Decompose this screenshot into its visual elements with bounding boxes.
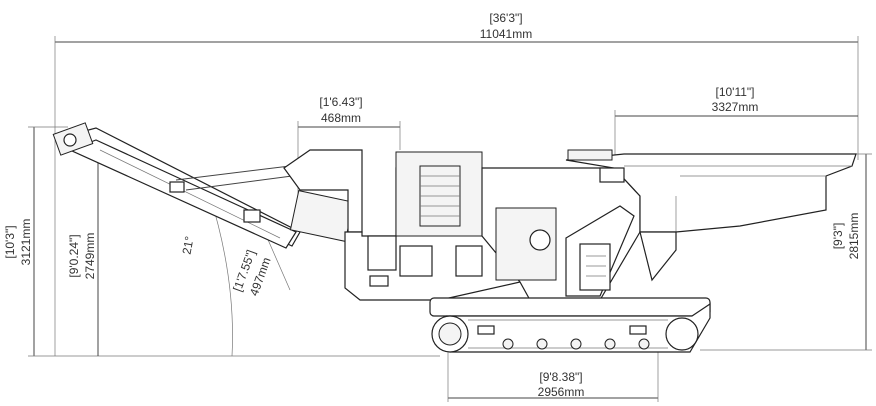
hopper-length-metric: 3327mm xyxy=(712,100,759,114)
overall-length-imperial: [36'3"] xyxy=(489,11,522,25)
discharge-height-dimension: [9'0.24"] 2749mm xyxy=(67,154,112,356)
conveyor-offset-metric: 468mm xyxy=(321,111,361,125)
track-length-dimension: [9'8.38"] 2956mm xyxy=(447,340,659,402)
overall-height-imperial: [10'3"] xyxy=(3,225,17,258)
discharge-conveyor xyxy=(52,122,355,249)
track-length-imperial: [9'8.38"] xyxy=(539,370,582,384)
overall-length-dimension: [36'3"] 11041mm xyxy=(54,11,859,356)
discharge-height-imperial: [9'0.24"] xyxy=(67,234,81,277)
hopper-length-dimension: [10'11"] 3327mm xyxy=(614,85,858,155)
discharge-height-metric: 2749mm xyxy=(83,233,97,280)
crusher-box xyxy=(481,167,641,301)
hopper-length-imperial: [10'11"] xyxy=(715,85,754,99)
overall-length-metric: 11041mm xyxy=(480,27,532,41)
crusher-machine xyxy=(52,122,857,353)
feed-hopper xyxy=(565,149,857,282)
conveyor-offset-imperial: [1'6.43"] xyxy=(319,95,362,109)
hopper-height-dimension: [9'3"] 2815mm xyxy=(700,153,872,351)
conveyor-angle-label: 21° xyxy=(180,235,197,255)
track-length-metric: 2956mm xyxy=(538,385,585,399)
hopper-height-metric: 2815mm xyxy=(847,213,861,260)
overall-height-dimension: [10'3"] 3121mm xyxy=(3,126,440,357)
overall-height-metric: 3121mm xyxy=(19,219,33,266)
hopper-height-imperial: [9'3"] xyxy=(831,223,845,250)
crawler-track xyxy=(429,297,711,353)
